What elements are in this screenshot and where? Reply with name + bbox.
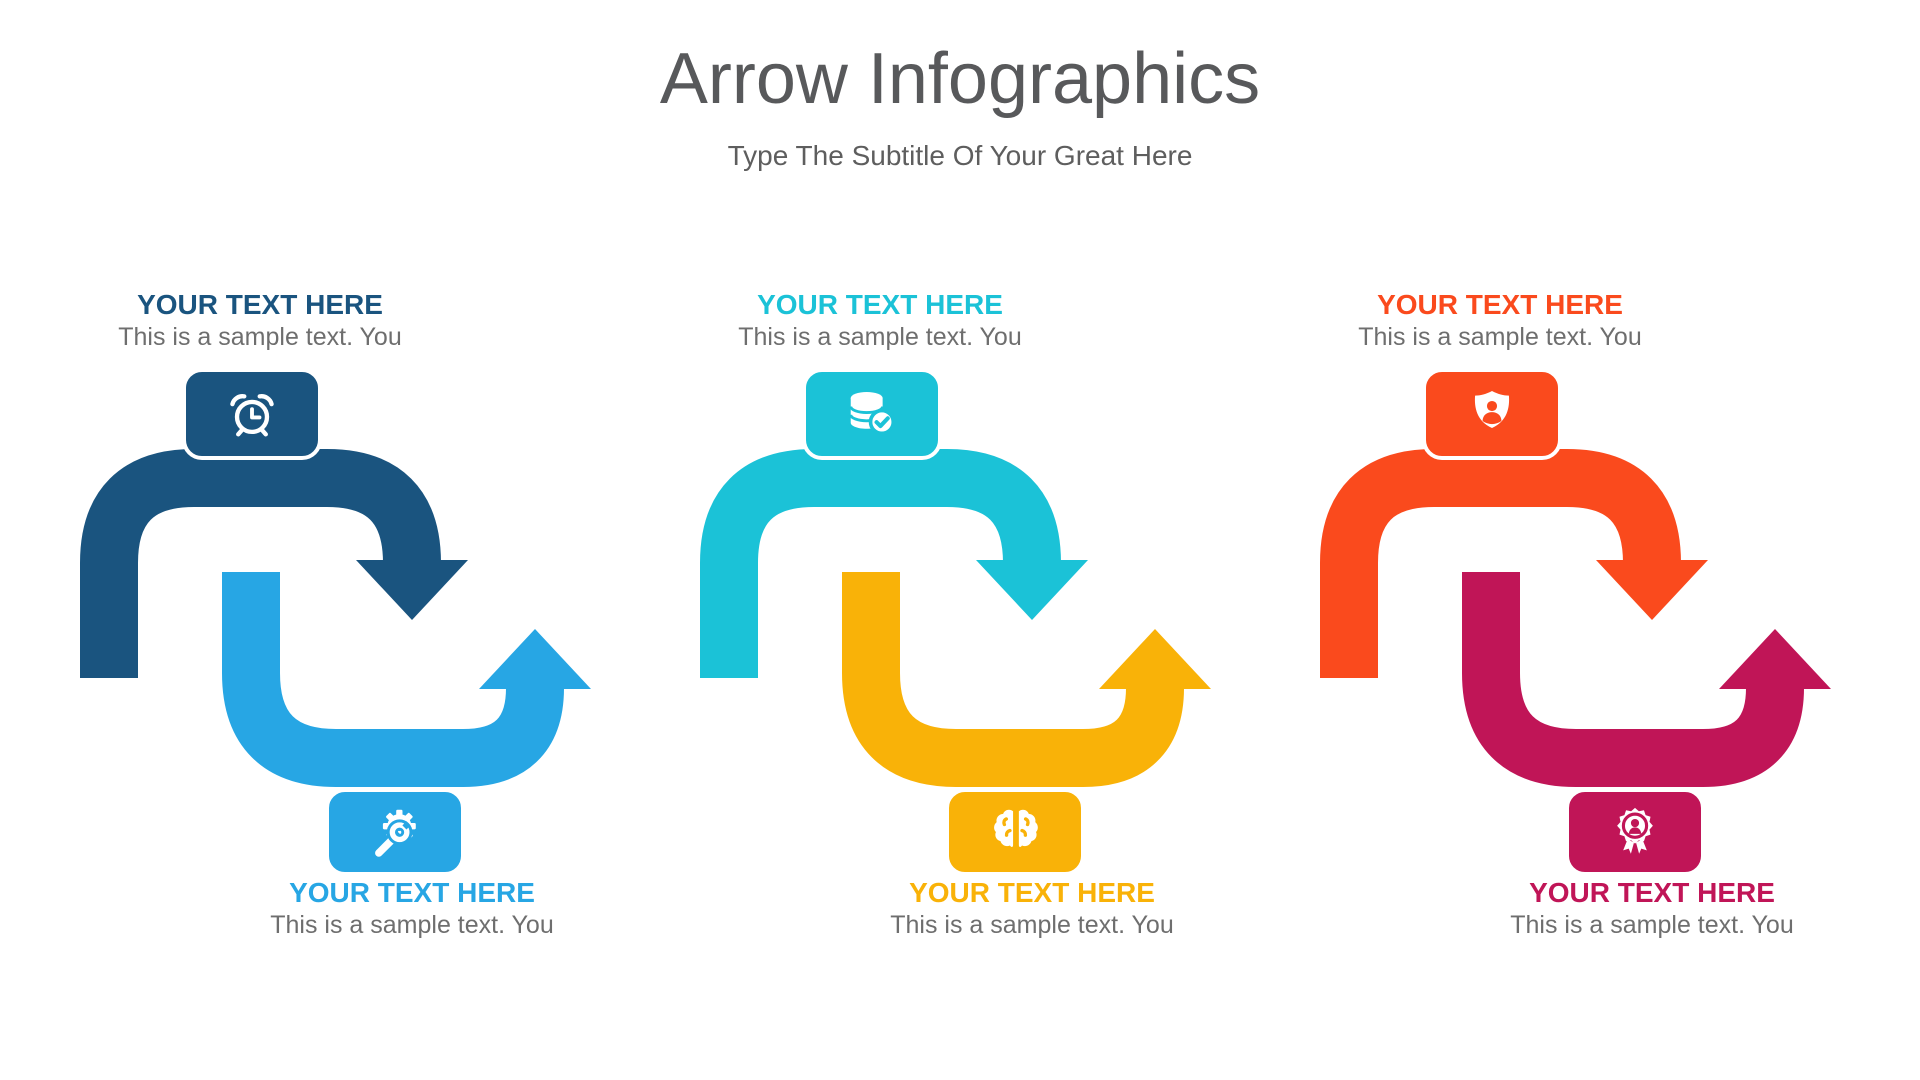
group2-top-arrowhead	[976, 560, 1088, 620]
group1-top-arrowhead	[356, 560, 468, 620]
group1-top-text: YOUR TEXT HERE This is a sample text. Yo…	[50, 288, 470, 352]
group3-bottom-badge	[1565, 788, 1705, 876]
group3-top-text: YOUR TEXT HERE This is a sample text. Yo…	[1290, 288, 1710, 352]
brain-icon	[994, 809, 1038, 848]
group3-bottom-body: This is a sample text. You	[1510, 911, 1794, 939]
group3-top-heading: YOUR TEXT HERE	[1377, 289, 1623, 320]
group1-bottom-arrow	[222, 572, 564, 787]
shield-person-icon	[1474, 391, 1510, 429]
page-title: Arrow Infographics	[659, 39, 1261, 119]
award-person-icon	[1617, 807, 1653, 854]
gear-wrench-icon	[372, 809, 416, 860]
infographic-group-3: YOUR TEXT HERE This is a sample text. Yo…	[1240, 0, 1860, 1080]
group1-top-body: This is a sample text. You	[118, 323, 402, 351]
group2-bottom-arrowhead	[1099, 629, 1211, 689]
group1-top-heading: YOUR TEXT HERE	[137, 289, 383, 320]
group2-bottom-text: YOUR TEXT HERE This is a sample text. Yo…	[822, 876, 1242, 940]
group2-top-arrow	[700, 449, 1061, 678]
group1-bottom-body: This is a sample text. You	[270, 911, 554, 939]
group1-arrows	[80, 449, 591, 787]
group1-bottom-badge	[325, 788, 465, 876]
group1-bottom-heading: YOUR TEXT HERE	[289, 877, 535, 908]
group3-bottom-text: YOUR TEXT HERE This is a sample text. Yo…	[1442, 876, 1862, 940]
group3-bottom-arrowhead	[1719, 629, 1831, 689]
group2-top-badge	[802, 368, 942, 460]
group2-arrows	[700, 449, 1211, 787]
group3-bottom-arrow	[1462, 572, 1804, 787]
group2-top-text: YOUR TEXT HERE This is a sample text. Yo…	[670, 288, 1090, 352]
alarm-clock-icon	[230, 394, 274, 437]
group1-bottom-text: YOUR TEXT HERE This is a sample text. Yo…	[202, 876, 622, 940]
database-check-icon	[849, 392, 896, 436]
group2-bottom-arrow	[842, 572, 1184, 787]
group3-top-body: This is a sample text. You	[1358, 323, 1642, 351]
group3-top-badge	[1422, 368, 1562, 460]
group2-bottom-badge	[945, 788, 1085, 876]
group2-top-body: This is a sample text. You	[738, 323, 1022, 351]
group3-top-arrow	[1320, 449, 1681, 678]
infographic-group-1: YOUR TEXT HERE This is a sample text. Yo…	[0, 0, 620, 1080]
group1-top-badge	[182, 368, 322, 460]
group2-bottom-heading: YOUR TEXT HERE	[909, 877, 1155, 908]
page-subtitle: Type The Subtitle Of Your Great Here	[727, 140, 1193, 171]
group1-bottom-arrowhead	[479, 629, 591, 689]
infographic-group-2: YOUR TEXT HERE This is a sample text. Yo…	[620, 0, 1240, 1080]
group3-arrows	[1320, 449, 1831, 787]
group3-bottom-heading: YOUR TEXT HERE	[1529, 877, 1775, 908]
group3-top-arrowhead	[1596, 560, 1708, 620]
group2-bottom-body: This is a sample text. You	[890, 911, 1174, 939]
group2-top-heading: YOUR TEXT HERE	[757, 289, 1003, 320]
group1-top-arrow	[80, 449, 441, 678]
